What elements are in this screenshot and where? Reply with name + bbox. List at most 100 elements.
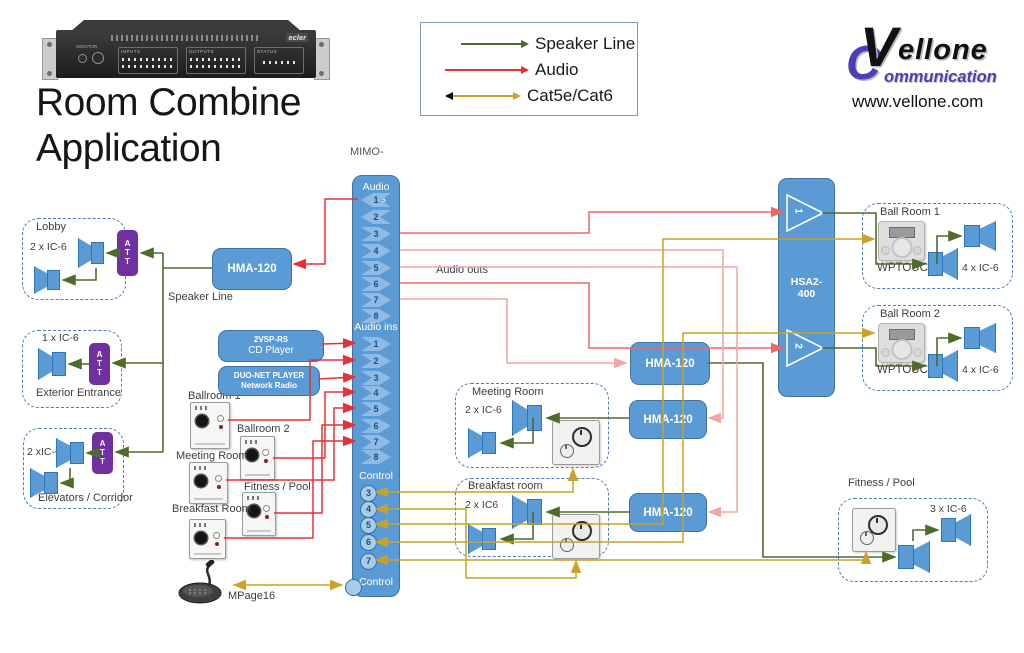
ballroom2-qty: 4 x IC-6 [962, 364, 999, 376]
speaker-elevators-1 [56, 438, 84, 468]
mimo-in-port-7: 7 [361, 435, 391, 449]
speaker-breakfast-2 [468, 524, 496, 554]
wire-out6-hsa-amp2 [400, 282, 785, 354]
cat5e-double-arrow-icon [445, 92, 521, 100]
audio-wires-mid [400, 206, 785, 354]
mimo-control-bottom-label: Control [359, 576, 393, 588]
speaker-ballroom2-1 [928, 350, 958, 382]
speaker-ballroom1-2 [964, 221, 996, 251]
mimo-control-port-6: 6 [360, 534, 377, 551]
rack-brand-logo: ecler [286, 33, 308, 42]
legend-item-audio: Audio [439, 57, 637, 83]
svg-text:1: 1 [792, 208, 803, 214]
rack-monitor-label: MONITOR [76, 44, 98, 49]
hma120-fitness-amp: HMA-120 [630, 342, 710, 385]
wire-out1-hma-lobby [292, 198, 358, 270]
rack-monitor-jack [78, 54, 87, 63]
speaker-elevators-2 [30, 468, 58, 498]
wire-radio-in3 [317, 372, 357, 383]
volume-panel-fitness [852, 508, 896, 552]
wire-cd-in1 [321, 338, 357, 349]
mimo-control-bus-port [345, 579, 362, 596]
rack-device-photo: MONITOR INPUTS OUTPUTS STATUS ecler [40, 10, 332, 84]
speaker-line-arrow-icon [461, 40, 529, 48]
wallpanel-ballroom2-label: Ballroom 2 [237, 423, 290, 435]
exterior-label: Exterior Entrance [36, 387, 121, 399]
mimo-in-port-5: 5 [361, 402, 391, 416]
rack-status-section: STATUS [254, 47, 304, 74]
mimo-control-label: Control [359, 470, 393, 482]
wire-panel-fitness-in6 [274, 419, 357, 514]
hma120-lobby-amp: HMA-120 [212, 248, 292, 290]
page-title-line2: Application [36, 127, 222, 171]
wallpanel-meeting-label: Meeting Room [176, 450, 248, 462]
hma120-meeting-amp: HMA-120 [629, 400, 707, 439]
speaker-meeting-1 [512, 400, 542, 436]
wire-out7-hma-fitness [400, 298, 628, 369]
speaker-breakfast-1 [512, 495, 542, 529]
mimo-control-port-4: 4 [360, 501, 377, 518]
logo-word-sub: ommunication [884, 68, 997, 86]
rack-vents [111, 35, 261, 41]
mimo-name-label: MIMO- [350, 146, 384, 158]
meeting-qty: 2 x IC-6 [465, 404, 502, 416]
legend-item-cat5e: Cat5e/Cat6 [439, 83, 637, 109]
mimo-control-port-3: 3 [360, 485, 377, 502]
elevators-label: Elevators / Corridor [38, 492, 133, 504]
audio-arrow-icon [445, 66, 529, 74]
mimo-in-port-1: 1 [361, 337, 391, 351]
mimo-out-port-5: 5 [361, 261, 391, 275]
wallpanel-meeting [189, 462, 228, 504]
speaker-line-text: Speaker Line [168, 291, 233, 303]
vellone-logo: C V ellone ommunication www.vellone.com [846, 15, 1016, 120]
logo-website: www.vellone.com [852, 92, 984, 111]
mimo-control-port-5: 5 [360, 517, 377, 534]
mimo-out-port-3: 3 [361, 227, 391, 241]
rack-top-face [70, 20, 302, 32]
mimo-in-port-4: 4 [361, 386, 391, 400]
breakfast-label: Breakfast room [468, 480, 543, 492]
ballroom2-label: Ball Room 2 [880, 308, 940, 320]
legend-box: Speaker Line Audio Cat5e/Cat6 [420, 22, 638, 116]
rack-outputs-section: OUTPUTS [186, 47, 246, 74]
logo-letter-c: C [846, 37, 881, 90]
mic-keypad [183, 585, 213, 597]
lobby-label: Lobby [36, 221, 66, 233]
rack-inputs-section: INPUTS [118, 47, 178, 74]
mimo-out-port-6: 6 [361, 277, 391, 291]
page-title-line1: Room Combine [36, 81, 301, 124]
fitness-qty: 3 x IC-6 [930, 503, 967, 515]
wallpanel-breakfast [189, 519, 226, 559]
mimo-matrix-block: Audio outs 1 2 3 4 5 6 7 8 Audio ins 1 2… [345, 175, 400, 597]
volume-panel-breakfast [552, 514, 600, 559]
speaker-lobby-2 [34, 266, 60, 294]
meeting-label: Meeting Room [472, 386, 544, 398]
lobby-qty: 2 x IC-6 [30, 241, 67, 253]
ballroom1-label: Ball Room 1 [880, 206, 940, 218]
hsa-amp-channel-2: 2 [786, 329, 825, 367]
page-title: Room Combine Application [36, 80, 301, 172]
mic-label: MPage16 [228, 590, 276, 602]
mimo-in-port-2: 2 [361, 354, 391, 368]
rack-monitor-knob [92, 52, 104, 64]
mimo-control-port-7: 7 [360, 553, 377, 570]
fitness-label: Fitness / Pool [848, 477, 915, 489]
cd-player-block: 2VSP-RS CD Player [218, 330, 324, 362]
paging-mic [178, 560, 222, 604]
legend-item-speaker-line: Speaker Line [439, 31, 637, 57]
rack-faceplate: MONITOR INPUTS OUTPUTS STATUS ecler [56, 30, 316, 78]
svg-text:2: 2 [792, 343, 803, 349]
hsa-amp-channel-1: 1 [786, 194, 825, 232]
logo-word-rest: ellone [898, 34, 988, 66]
mimo-in-port-8: 8 [361, 450, 391, 464]
wallpanel-breakfast-label: Breakfast Room [172, 503, 251, 515]
mic-head [205, 560, 215, 568]
mimo-out-port-4: 4 [361, 244, 391, 258]
wptouch-ballroom1 [878, 221, 925, 261]
mimo-in-port-6: 6 [361, 419, 391, 433]
volume-panel-meeting [552, 420, 600, 465]
elevators-qty: 2 xIC-6 [27, 446, 61, 458]
ballroom1-qty: 4 x IC-6 [962, 262, 999, 274]
